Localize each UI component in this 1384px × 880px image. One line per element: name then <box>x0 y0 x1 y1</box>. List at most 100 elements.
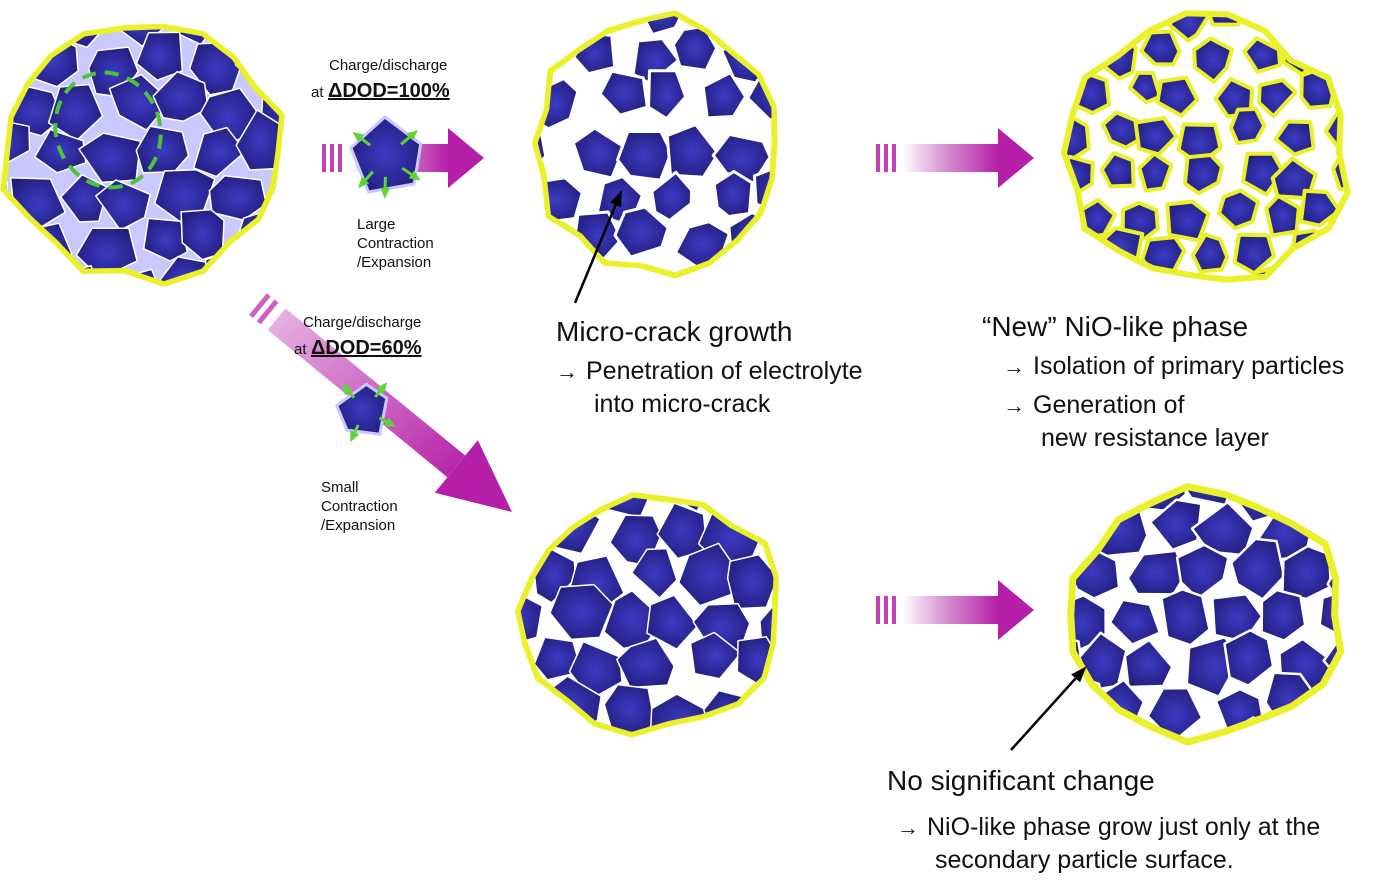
primary-particle <box>1349 199 1384 239</box>
primary-particle <box>810 175 858 218</box>
primary-particle <box>1287 725 1342 781</box>
nochange-line2: secondary particle surface. <box>935 846 1234 875</box>
primary-particle <box>1 312 50 362</box>
primary-particle <box>801 269 845 308</box>
primary-particle <box>766 671 820 725</box>
primary-particle <box>1046 495 1100 546</box>
primary-particle <box>1289 461 1335 509</box>
primary-particle <box>523 409 566 462</box>
primary-particle <box>700 453 752 511</box>
primary-particle <box>532 728 580 780</box>
primary-particle <box>673 728 733 777</box>
arrow-icon: → <box>1003 393 1025 418</box>
primary-particle <box>795 642 840 691</box>
primary-particle <box>217 0 266 35</box>
primary-particle <box>435 0 493 25</box>
primary-particle <box>55 0 114 7</box>
nio-title: “New” NiO-like phase <box>982 311 1248 343</box>
top-effect: Large Contraction /Expansion <box>357 215 434 272</box>
nio-item2-line2: new resistance layer <box>1041 424 1269 453</box>
strain-arrow-head <box>380 188 390 199</box>
primary-particle <box>779 723 835 781</box>
primary-particle <box>1366 600 1384 649</box>
arrow-head <box>448 128 484 188</box>
microcrack-line2: into micro-crack <box>594 390 770 419</box>
primary-particle <box>727 730 774 775</box>
nio-item1: →Isolation of primary particles <box>1003 352 1344 381</box>
primary-particle <box>1343 450 1384 504</box>
primary-particle <box>262 260 307 310</box>
primary-particle <box>578 416 632 460</box>
secondary-particle-nio <box>979 0 1384 319</box>
primary-particle <box>1080 265 1116 303</box>
arrow-icon: → <box>556 359 578 384</box>
primary-particle <box>501 229 550 270</box>
primary-particle <box>95 295 156 352</box>
primary-particle <box>1356 684 1384 739</box>
primary-particle <box>274 211 339 265</box>
primary-particle <box>500 514 550 562</box>
primary-particle <box>1189 736 1238 793</box>
primary-particle <box>314 172 366 221</box>
primary-particle <box>1299 280 1338 315</box>
top-condition-line1: Charge/discharge <box>329 57 447 74</box>
nio-item1-text: Isolation of primary particles <box>1033 352 1344 380</box>
primary-particle <box>43 306 102 358</box>
primary-particle <box>696 0 744 27</box>
microcrack-line1: Penetration of electrolyte <box>586 357 863 385</box>
nochange-title: No significant change <box>887 765 1155 797</box>
primary-particle <box>465 743 511 787</box>
primary-particle <box>975 453 1024 508</box>
arrow-tail-bar <box>884 144 888 172</box>
bottom-condition-prefix: at <box>294 341 307 358</box>
primary-particle <box>1030 272 1069 315</box>
nio-item2-line1: Generation of <box>1033 391 1185 419</box>
nochange-detail: →NiO-like phase grow just only at the <box>897 813 1320 842</box>
primary-particle <box>463 557 518 608</box>
primary-particle <box>1022 453 1076 511</box>
primary-particle <box>996 496 1048 547</box>
primary-particle <box>653 274 701 317</box>
bottom-condition-line1: Charge/discharge <box>303 314 421 331</box>
primary-particle <box>1348 273 1383 308</box>
primary-particle <box>1165 277 1201 314</box>
arrow-tail-bar <box>330 144 334 172</box>
primary-particle <box>287 128 334 172</box>
primary-particle <box>984 0 1021 28</box>
primary-particle <box>533 0 578 22</box>
primary-particle <box>424 554 481 603</box>
bottom-effect-line: Contraction <box>321 497 398 516</box>
primary-particle <box>255 0 306 37</box>
primary-particle <box>481 0 525 38</box>
pointer-line <box>1011 668 1085 750</box>
primary-particle <box>694 266 744 316</box>
primary-particle <box>979 74 1017 110</box>
primary-particle <box>484 261 529 302</box>
primary-particle <box>743 265 797 317</box>
secondary-particle-cracked <box>429 0 857 317</box>
primary-particle <box>1167 202 1208 241</box>
primary-particle <box>1037 79 1068 117</box>
arrow-tail-bar <box>876 596 880 624</box>
primary-particle <box>14 267 67 320</box>
arrow-shaft <box>902 596 998 624</box>
top-effect-line: /Expansion <box>357 253 434 272</box>
primary-particle <box>750 0 791 29</box>
process-arrow-top-right <box>876 128 1034 188</box>
arrow-shaft <box>902 144 998 172</box>
arrow-tail-bar <box>338 144 342 172</box>
primary-particle <box>1266 673 1314 728</box>
microcrack-title: Micro-crack growth <box>556 316 792 348</box>
bottom-effect: Small Contraction /Expansion <box>321 478 398 535</box>
top-condition-prefix: at <box>311 84 324 101</box>
primary-particle <box>463 228 503 272</box>
primary-particle <box>971 424 1023 477</box>
nochange-line1: NiO-like phase grow just only at the <box>927 813 1320 841</box>
microcrack-detail: → Penetration of electrolyte <box>556 357 863 386</box>
primary-particle <box>1258 0 1295 26</box>
primary-particle <box>775 28 831 82</box>
primary-particle <box>272 170 318 217</box>
primary-particle <box>160 309 210 363</box>
bottom-effect-line: Small <box>321 478 398 497</box>
